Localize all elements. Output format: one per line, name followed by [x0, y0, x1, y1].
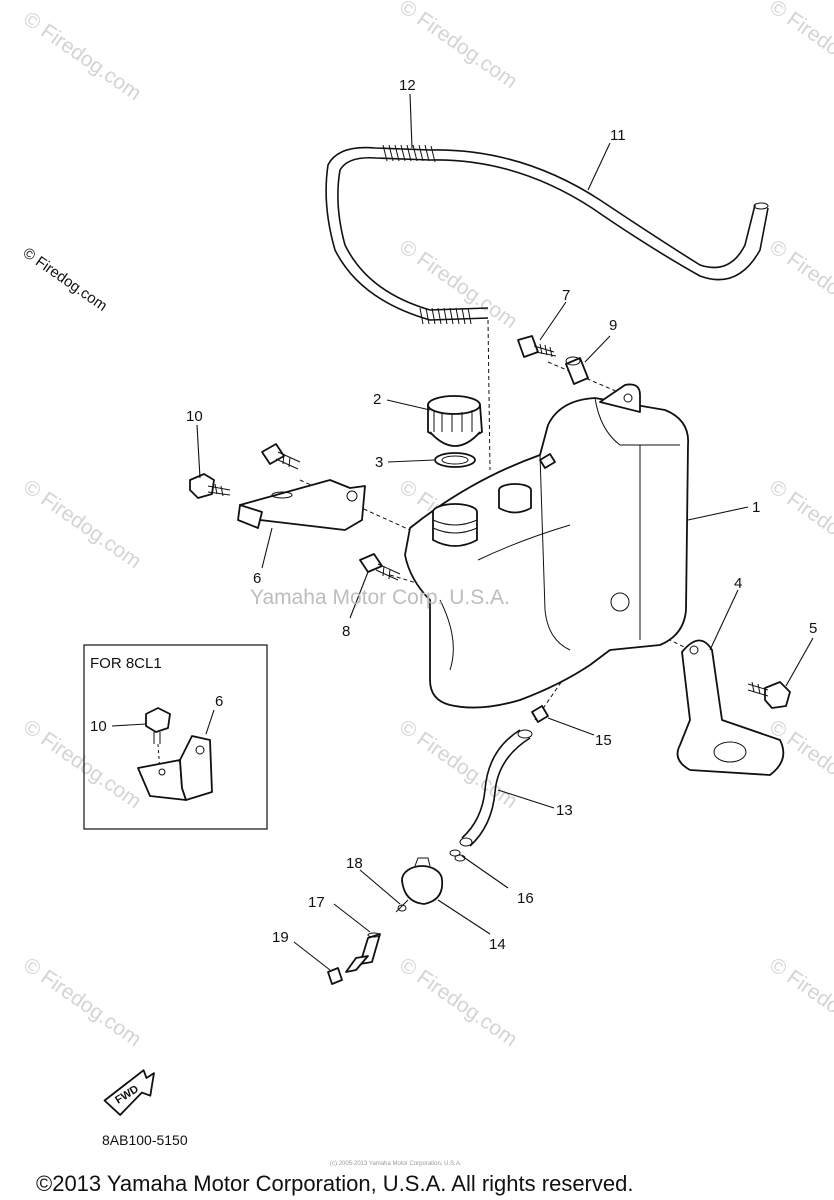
callout-17: 17: [308, 894, 325, 911]
callout-13: 13: [556, 802, 573, 819]
bracket-6[interactable]: [237, 479, 366, 531]
fuel-filter-14[interactable]: [395, 857, 444, 913]
bolt-7: [517, 335, 557, 358]
diagram-caption: Yamaha Motor Corp. U.S.A.: [250, 586, 510, 609]
fuel-hose-11[interactable]: [325, 146, 769, 321]
callout-10: 10: [186, 408, 203, 425]
inset-callout-6: 6: [215, 693, 223, 710]
inset-callout-10: 10: [90, 718, 107, 735]
clip-16: [449, 849, 466, 862]
inset-title: FOR 8CL1: [90, 655, 162, 672]
watermark: © Firedog.com: [19, 475, 145, 573]
callout-1: 1: [752, 499, 760, 516]
watermark: © Firedog.com: [20, 244, 111, 314]
callout-2: 2: [373, 391, 381, 408]
watermark: © Firedog.com: [765, 0, 834, 93]
bracket-4[interactable]: [676, 639, 785, 776]
clip-15: [531, 705, 549, 723]
watermark: © Firedog.com: [765, 475, 834, 573]
bolt-bracket: [261, 443, 301, 470]
hose-spring-12: [382, 144, 472, 325]
drawing-code: 8AB100-5150: [102, 1132, 188, 1148]
callout-3: 3: [375, 454, 383, 471]
watermark: © Firedog.com: [19, 7, 145, 105]
watermark: © Firedog.com: [765, 953, 834, 1051]
callout-16: 16: [517, 890, 534, 907]
watermark: © Firedog.com: [765, 235, 834, 333]
callout-19: 19: [272, 929, 289, 946]
cap-gasket: [434, 452, 476, 468]
watermark: © Firedog.com: [395, 715, 521, 813]
inset-box: FOR 8CL1 10 6: [83, 644, 268, 830]
clip-18: [397, 904, 407, 912]
callout-11: 11: [610, 127, 626, 144]
bolt-5: [747, 681, 791, 709]
watermark: © Firedog.com: [395, 953, 521, 1051]
callout-8: 8: [342, 623, 350, 640]
fuel-cap[interactable]: [427, 395, 483, 447]
leader-lines: [196, 93, 814, 971]
callout-12: 12: [399, 77, 416, 94]
copyright-notice: ©2013 Yamaha Motor Corporation, U.S.A. A…: [36, 1171, 633, 1196]
filler-neck: [432, 483, 532, 547]
fuel-tank[interactable]: [404, 383, 689, 709]
fwd-arrow-icon: FWD: [103, 1069, 155, 1116]
callout-labels: 12 11 2 3 1 4 5 6 7 8 9 10 15 13 16 14 1…: [186, 77, 817, 953]
inset-bracket: [137, 735, 213, 801]
bolt-10: [189, 473, 231, 499]
callout-6: 6: [253, 570, 261, 587]
callout-5: 5: [809, 620, 817, 637]
callout-18: 18: [346, 855, 363, 872]
pipe-17: [345, 932, 381, 973]
collar-9: [565, 356, 589, 385]
callout-15: 15: [595, 732, 612, 749]
fine-print: (c) 2005-2013 Yamaha Motor Corporation, …: [330, 1161, 462, 1167]
fuel-hose-13[interactable]: [459, 729, 533, 847]
callout-9: 9: [609, 317, 617, 334]
bolt-small: [539, 453, 556, 469]
callout-7: 7: [562, 287, 570, 304]
bolt-8: [359, 553, 401, 581]
callout-14: 14: [489, 936, 506, 953]
clip-19: [327, 967, 343, 985]
watermark: © Firedog.com: [19, 715, 145, 813]
callout-4: 4: [734, 575, 742, 592]
watermark: © Firedog.com: [19, 953, 145, 1051]
inset-bolt: [145, 707, 171, 744]
